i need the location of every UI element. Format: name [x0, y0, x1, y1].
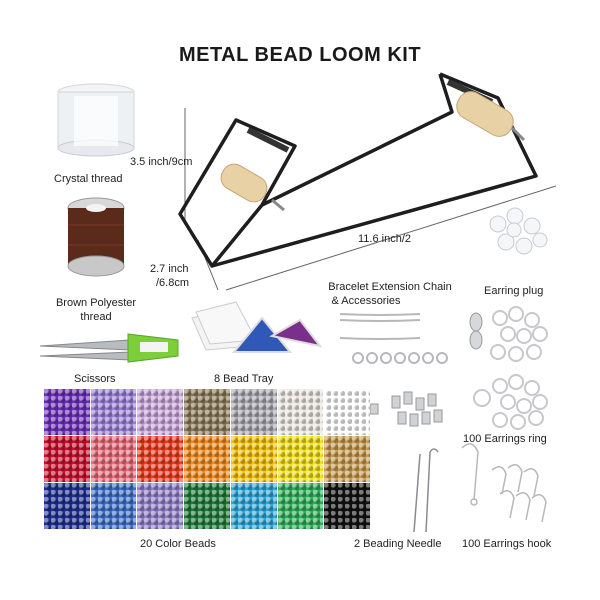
width-dimension-line2: /6.8cm [156, 277, 190, 289]
width-dimension-line1: 2.7 inch [150, 263, 189, 275]
bead-color-cell [137, 436, 184, 482]
height-dimension: 3.5 inch/9cm [130, 156, 193, 168]
earrings-ring-label: 100 Earrings ring [463, 433, 547, 445]
bead-color-cell [230, 436, 277, 482]
scissors-label: Scissors [74, 373, 116, 385]
color-beads-label: 20 Color Beads [140, 538, 216, 550]
bead-color-cell [90, 436, 137, 482]
loom-wood-rollers [220, 91, 514, 203]
bead-color-cell [324, 483, 370, 529]
beading-needles [413, 448, 439, 533]
bead-color-cell [324, 389, 370, 435]
bead-color-cell [277, 436, 324, 482]
bead-color-cell [184, 436, 230, 482]
bead-loom [178, 72, 538, 268]
earrings-hook-label: 100 Earrings hook [462, 538, 552, 550]
bracelet-chains [339, 313, 448, 364]
crystal-thread-spool [57, 83, 135, 157]
lobster-clasps [469, 312, 483, 350]
bead-color-cell [230, 483, 277, 529]
length-dimension: 11.6 inch/2 [358, 233, 412, 245]
bead-color-cell [44, 436, 90, 482]
earring-plug-label: Earring plug [484, 285, 544, 297]
extension-chain-label-line2: & Accessories [331, 295, 401, 307]
earring-plugs [489, 207, 548, 255]
crystal-thread-label: Crystal thread [54, 173, 123, 185]
bead-color-cell [277, 389, 324, 435]
bead-color-cell [44, 389, 90, 435]
extension-chain-label-line1: Bracelet Extension Chain [328, 281, 452, 293]
length-dimension-line [225, 185, 557, 291]
bead-color-cell [90, 389, 137, 435]
earrings-rings-art [473, 306, 548, 430]
earring-hooks [461, 443, 547, 523]
brown-thread-label-line1: Brown Polyester [55, 297, 137, 309]
bead-color-cell [230, 389, 277, 435]
bead-color-cell [324, 436, 370, 482]
brown-thread-label-line2: thread [80, 311, 112, 323]
bead-color-cell [277, 483, 324, 529]
bead-color-cell [44, 483, 90, 529]
scissors-art [39, 333, 179, 363]
bead-color-cell [184, 483, 230, 529]
bead-color-cell [90, 483, 137, 529]
page-title: METAL BEAD LOOM KIT [178, 44, 422, 66]
bead-color-cell [137, 389, 184, 435]
beading-needle-label: 2 Beading Needle [354, 538, 442, 550]
crimp-beads [369, 391, 443, 427]
bead-color-cell [137, 483, 184, 529]
brown-thread-spool [67, 197, 125, 277]
bead-color-grid [44, 389, 370, 529]
bead-tray-label: 8 Bead Tray [214, 373, 274, 385]
bead-color-cell [184, 389, 230, 435]
bead-trays [191, 301, 323, 353]
